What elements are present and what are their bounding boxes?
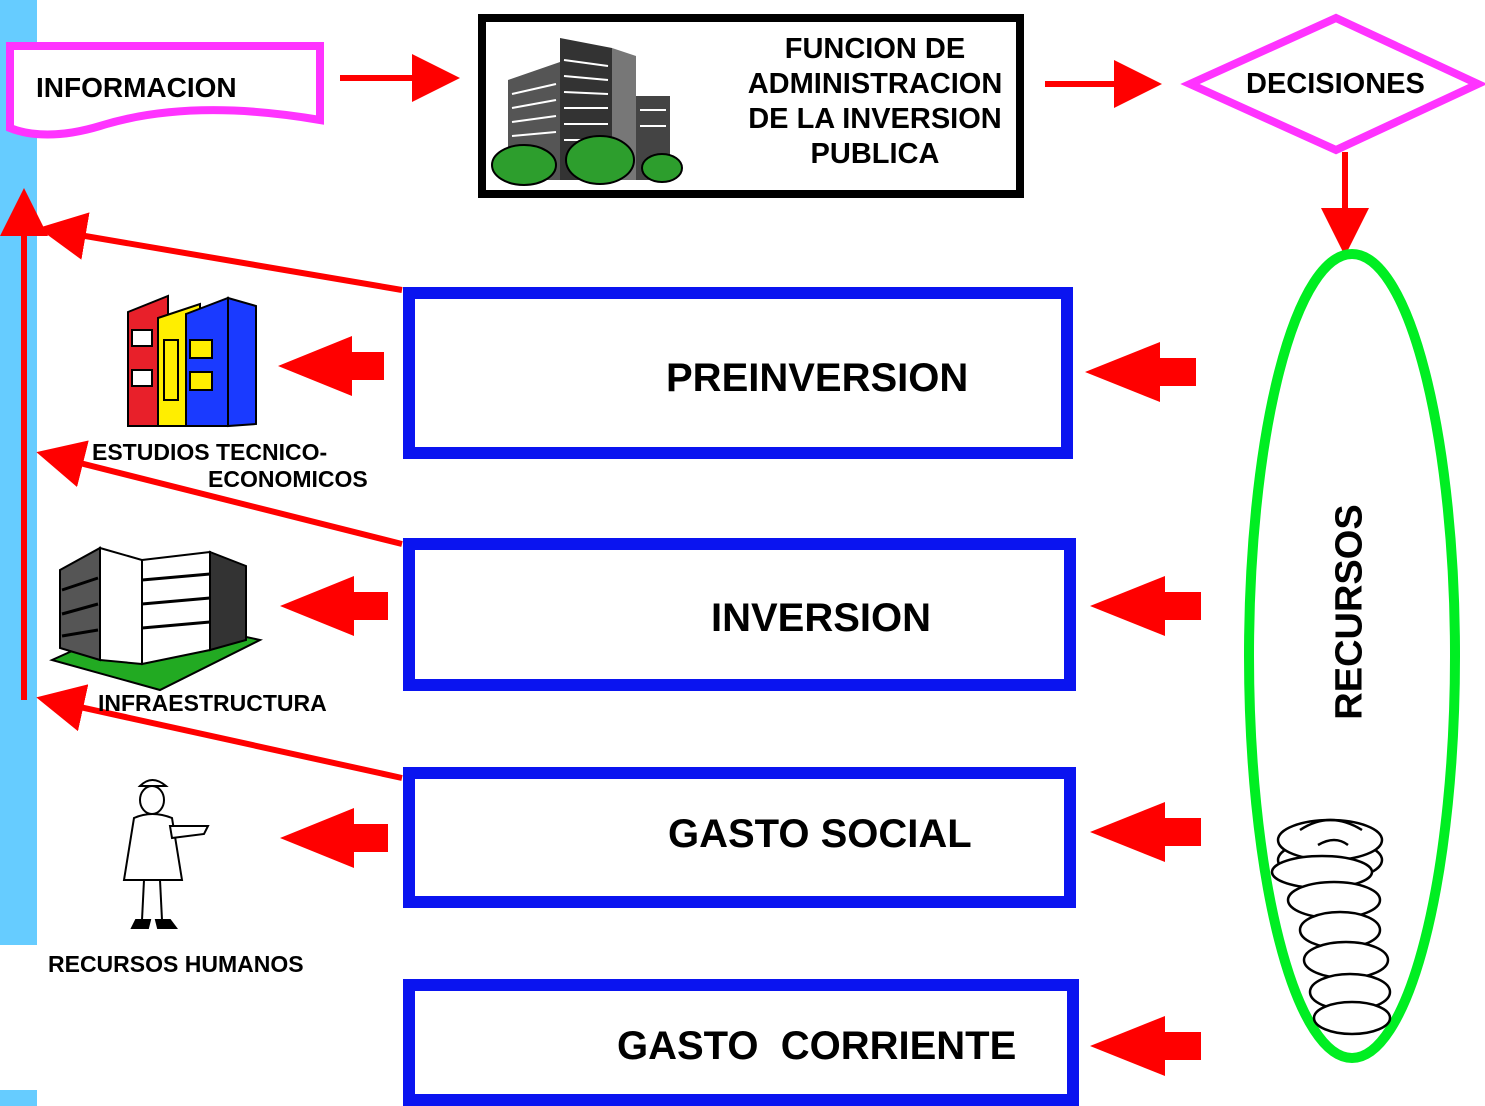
preinversion-box xyxy=(403,287,1073,459)
information-bar-bottom xyxy=(0,1090,37,1106)
block-arrow-to-inversion xyxy=(1090,576,1201,636)
funcion-label: FUNCION DE ADMINISTRACION DE LA INVERSIO… xyxy=(740,32,1010,172)
feedback-arrow-gasto-social xyxy=(36,684,403,781)
feedback-arrow-preinversion xyxy=(38,212,403,293)
funcion-line-2: ADMINISTRACION xyxy=(747,68,1003,100)
estudios-label-line-2: ECONOMICOS xyxy=(208,466,368,492)
estudios-label-line-1: ESTUDIOS TECNICO- xyxy=(92,439,328,465)
preinversion-label: PREINVERSION xyxy=(666,356,969,400)
informacion-document-shape xyxy=(6,42,324,139)
funcion-line-3: DE LA INVERSION xyxy=(748,103,1002,135)
output-arrows xyxy=(278,336,388,868)
office-building-icon xyxy=(491,38,683,186)
gasto-corriente-box xyxy=(403,979,1079,1106)
recursos-humanos-label: RECURSOS HUMANOS xyxy=(48,951,304,977)
inversion-label: INVERSION xyxy=(711,596,932,640)
recursos-label: RECURSOS xyxy=(1328,504,1371,720)
block-arrow-to-preinversion xyxy=(1085,342,1196,402)
infraestructura-label: INFRAESTRUCTURA xyxy=(98,690,327,716)
decisiones-diamond xyxy=(1180,13,1485,155)
information-bar xyxy=(0,0,37,945)
gasto-social-box xyxy=(403,767,1076,908)
block-arrow-to-recursos-humanos xyxy=(280,808,388,868)
funcion-line-1: FUNCION DE xyxy=(784,33,966,65)
decisiones-label: DECISIONES xyxy=(1246,68,1425,100)
block-arrow-to-estudios xyxy=(278,336,384,396)
gasto-social-label: GASTO SOCIAL xyxy=(668,812,972,856)
gasto-corriente-label: GASTO CORRIENTE xyxy=(617,1024,1017,1068)
block-arrow-to-infraestructura xyxy=(280,576,388,636)
informacion-label: INFORMACION xyxy=(36,72,237,103)
feedback-arrow-inversion xyxy=(36,440,403,547)
nurse-icon xyxy=(122,779,210,929)
funcion-line-4: PUBLICA xyxy=(810,138,940,170)
block-arrow-to-gasto-social xyxy=(1090,802,1201,862)
resource-arrows xyxy=(1085,342,1201,1076)
books-icon xyxy=(127,294,257,428)
block-arrow-to-gasto-corriente xyxy=(1090,1016,1201,1076)
infrastructure-building-icon xyxy=(49,546,263,692)
coin-stack-icon xyxy=(1270,818,1392,1036)
inversion-box xyxy=(403,538,1076,691)
